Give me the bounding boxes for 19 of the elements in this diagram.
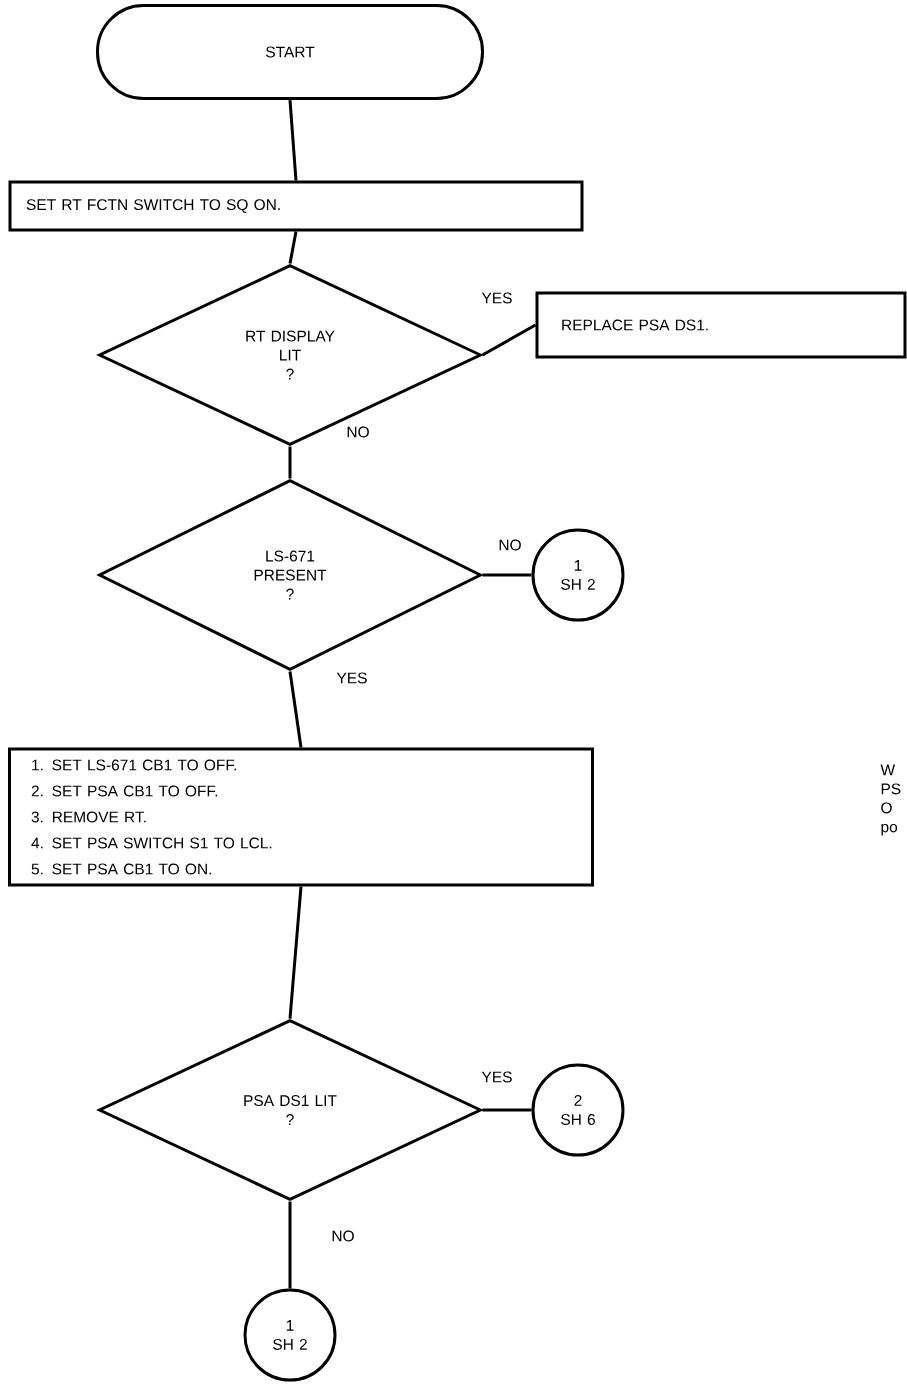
process-box: 1. SET LS-671 CB1 TO OFF. 2. SET PSA CB1 TO OFF. 3. REMOVE RT. 4. SET PSA SWITCH S1 TO LCL. 5. SET PSA CB1 TO ON. [8,747,594,887]
edge-label: NO [347,426,369,438]
edge-label: YES [481,292,512,304]
connector-line [482,573,532,577]
connector-line [288,446,292,479]
connector-line [288,671,303,748]
connector-line [288,1201,292,1289]
process-box: SET RT FCTN SWITCH TO SQ ON. [8,180,584,232]
process-box: REPLACE PSA DS1. [535,291,907,359]
edge-label: NO [499,539,521,551]
connector-line [288,231,298,264]
note-text: W PS O po [880,764,901,836]
edge-label: YES [336,672,367,684]
connector-line [288,886,303,1019]
edge-label: YES [481,1071,512,1083]
connector-line [288,99,298,181]
connector-line [481,323,537,357]
connector-line [482,1108,532,1112]
edge-label: NO [332,1230,354,1242]
